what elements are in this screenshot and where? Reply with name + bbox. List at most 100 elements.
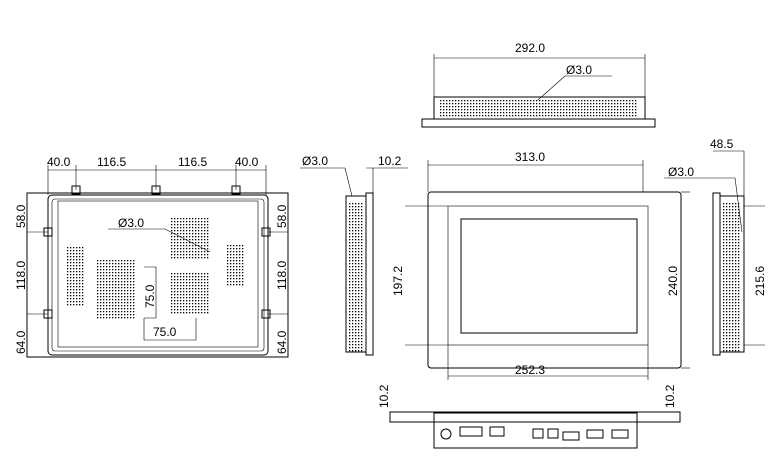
vent-hole bbox=[560, 106, 562, 108]
vent-hole bbox=[497, 103, 499, 105]
vent-hole bbox=[124, 302, 126, 304]
vent-hole bbox=[349, 302, 351, 304]
vent-hole bbox=[186, 236, 188, 238]
vent-hole bbox=[352, 311, 354, 313]
vent-hole bbox=[195, 233, 197, 235]
vent-hole bbox=[103, 299, 105, 301]
vent-hole bbox=[201, 233, 203, 235]
vent-hole bbox=[115, 269, 117, 271]
vent-hole bbox=[352, 326, 354, 328]
vent-hole bbox=[349, 326, 351, 328]
vent-hole bbox=[109, 287, 111, 289]
vent-hole bbox=[201, 303, 203, 305]
vent-hole bbox=[635, 109, 637, 111]
vent-hole bbox=[605, 103, 607, 105]
vent-hole bbox=[581, 103, 583, 105]
vent-hole bbox=[195, 276, 197, 278]
vent-hole bbox=[723, 299, 725, 301]
vent-hole bbox=[180, 245, 182, 247]
vent-hole bbox=[509, 109, 511, 111]
vent-hole bbox=[186, 297, 188, 299]
vent-hole bbox=[738, 260, 740, 262]
vent-hole bbox=[82, 250, 84, 252]
vent-hole bbox=[67, 280, 69, 282]
vent-hole bbox=[204, 230, 206, 232]
vent-hole bbox=[171, 279, 173, 281]
vent-hole bbox=[352, 227, 354, 229]
vent-hole bbox=[103, 260, 105, 262]
vent-hole bbox=[207, 276, 209, 278]
vent-hole bbox=[79, 250, 81, 252]
vent-hole bbox=[497, 106, 499, 108]
vent-hole bbox=[352, 317, 354, 319]
vent-hole bbox=[500, 106, 502, 108]
vent-hole bbox=[482, 106, 484, 108]
vent-hole bbox=[79, 259, 81, 261]
vent-hole bbox=[539, 106, 541, 108]
vent-hole bbox=[171, 288, 173, 290]
vent-hole bbox=[355, 248, 357, 250]
vent-hole bbox=[572, 115, 574, 117]
dim-rear-left-2: 118.0 bbox=[14, 261, 28, 290]
vent-hole bbox=[461, 106, 463, 108]
vent-hole bbox=[204, 276, 206, 278]
vent-hole bbox=[542, 112, 544, 114]
vent-hole bbox=[455, 109, 457, 111]
vent-hole bbox=[204, 303, 206, 305]
vent-hole bbox=[626, 106, 628, 108]
vent-hole bbox=[186, 230, 188, 232]
vent-hole bbox=[503, 109, 505, 111]
vent-hole bbox=[467, 106, 469, 108]
vent-hole bbox=[76, 268, 78, 270]
vent-hole bbox=[729, 320, 731, 322]
vent-hole bbox=[177, 312, 179, 314]
vent-hole bbox=[632, 103, 634, 105]
vent-hole bbox=[605, 100, 607, 102]
vent-hole bbox=[735, 266, 737, 268]
vent-hole bbox=[361, 344, 363, 346]
vent-hole bbox=[723, 290, 725, 292]
vent-hole bbox=[518, 112, 520, 114]
vent-hole bbox=[596, 106, 598, 108]
vent-hole bbox=[635, 112, 637, 114]
vent-hole bbox=[174, 294, 176, 296]
vent-hole bbox=[180, 297, 182, 299]
vent-hole bbox=[118, 311, 120, 313]
vent-hole bbox=[174, 254, 176, 256]
vent-hole bbox=[121, 269, 123, 271]
vent-hole bbox=[358, 212, 360, 214]
vent-hole bbox=[738, 221, 740, 223]
vent-hole bbox=[130, 290, 132, 292]
vent-hole bbox=[464, 109, 466, 111]
vent-hole bbox=[620, 106, 622, 108]
vent-hole bbox=[127, 269, 129, 271]
vent-hole bbox=[476, 103, 478, 105]
vent-hole bbox=[620, 112, 622, 114]
vent-hole bbox=[109, 290, 111, 292]
vent-hole bbox=[233, 245, 235, 247]
vent-hole bbox=[171, 312, 173, 314]
vent-hole bbox=[521, 103, 523, 105]
vent-hole bbox=[735, 248, 737, 250]
vent-hole bbox=[349, 329, 351, 331]
vent-hole bbox=[76, 289, 78, 291]
vent-hole bbox=[174, 221, 176, 223]
vent-hole bbox=[729, 308, 731, 310]
vent-hole bbox=[494, 112, 496, 114]
vent-hole bbox=[70, 256, 72, 258]
vent-hole bbox=[358, 308, 360, 310]
vent-hole bbox=[361, 350, 363, 352]
vent-hole bbox=[452, 109, 454, 111]
vent-hole bbox=[180, 276, 182, 278]
vent-hole bbox=[735, 242, 737, 244]
vent-hole bbox=[109, 305, 111, 307]
vent-hole bbox=[503, 103, 505, 105]
vent-hole bbox=[207, 239, 209, 241]
vent-hole bbox=[587, 115, 589, 117]
vent-hole bbox=[349, 203, 351, 205]
vent-hole bbox=[521, 112, 523, 114]
vent-hole bbox=[67, 265, 69, 267]
vent-hole bbox=[233, 263, 235, 265]
vent-hole bbox=[76, 295, 78, 297]
vent-hole bbox=[207, 279, 209, 281]
